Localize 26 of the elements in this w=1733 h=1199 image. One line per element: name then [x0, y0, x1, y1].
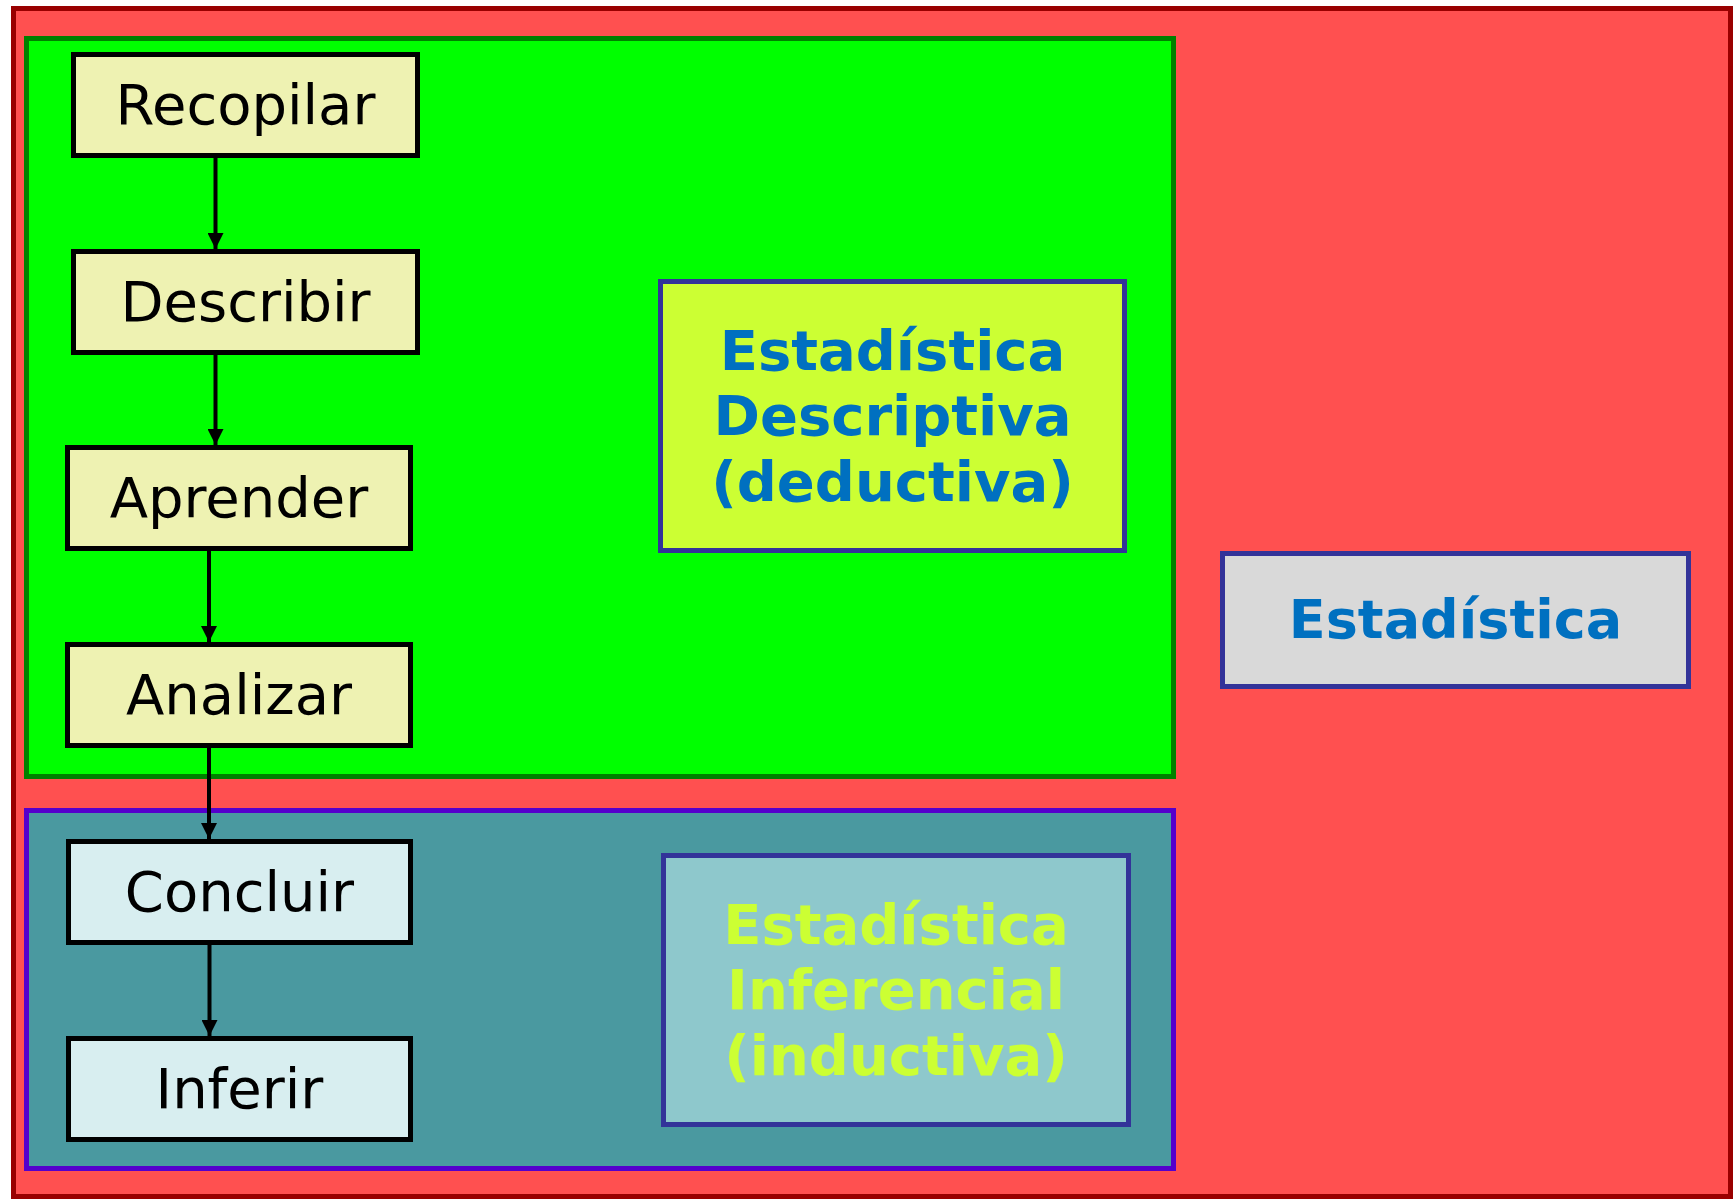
step-box — [71, 52, 420, 158]
step-label: Inferir — [154, 1056, 325, 1122]
step-box — [66, 839, 413, 945]
arrow — [207, 158, 224, 249]
step-label: Concluir — [123, 859, 356, 925]
step-box — [65, 642, 413, 748]
frame-panel — [11, 6, 1733, 1199]
category-box — [658, 279, 1127, 553]
arrow — [201, 748, 217, 839]
panel — [24, 36, 1176, 779]
category-label: Estadística Inferencial (inductiva) — [722, 891, 1070, 1089]
category-label: Estadística — [1287, 588, 1624, 652]
category-box — [1220, 551, 1691, 689]
arrow — [201, 551, 217, 642]
arrow — [207, 355, 224, 445]
step-label: Analizar — [125, 662, 353, 728]
category-box — [661, 853, 1131, 1127]
step-box — [65, 445, 413, 551]
step-label: Describir — [119, 269, 372, 335]
step-box — [71, 249, 420, 355]
step-label: Aprender — [108, 465, 370, 531]
step-box — [66, 1036, 413, 1142]
step-label: Recopilar — [114, 72, 377, 138]
arrow — [201, 945, 218, 1036]
panel — [24, 808, 1176, 1171]
category-label: Estadística Descriptiva (deductiva) — [710, 317, 1075, 515]
